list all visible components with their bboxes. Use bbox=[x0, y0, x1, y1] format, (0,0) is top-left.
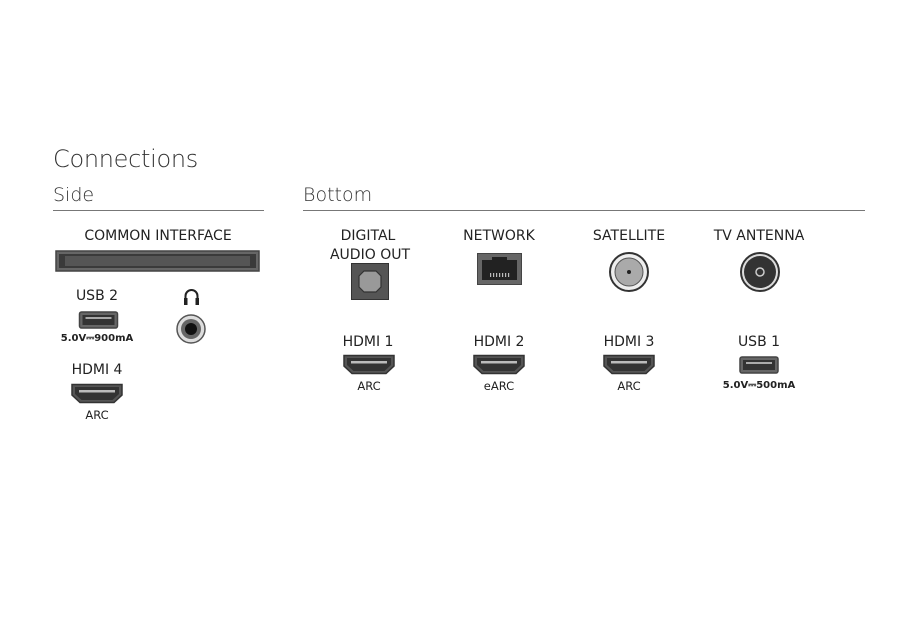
tv-antenna-label: TV ANTENNA bbox=[713, 228, 805, 244]
usb2-port-icon bbox=[78, 311, 119, 329]
common-interface-slot-icon bbox=[55, 250, 260, 272]
headphone-icon bbox=[184, 289, 199, 305]
satellite-port-icon bbox=[609, 252, 649, 292]
hdmi1-port-icon bbox=[343, 354, 395, 375]
hdmi3-port-icon bbox=[603, 354, 655, 375]
bottom-divider bbox=[303, 210, 865, 211]
satellite-label: SATELLITE bbox=[592, 228, 666, 244]
hdmi3-label: HDMI 3 bbox=[603, 334, 655, 350]
headphone-jack-icon bbox=[176, 314, 206, 344]
usb2-spec: 5.0V⎓900mA bbox=[60, 333, 134, 344]
optical-port-icon bbox=[351, 263, 389, 300]
section-bottom-heading: Bottom bbox=[303, 184, 373, 206]
network-port-icon bbox=[477, 253, 522, 285]
tv-antenna-port-icon bbox=[740, 252, 780, 292]
hdmi1-sub: ARC bbox=[357, 379, 381, 393]
usb1-port-icon bbox=[739, 356, 779, 374]
page-title: Connections bbox=[53, 145, 199, 173]
digital-audio-out-label-line2: AUDIO OUT bbox=[329, 247, 411, 263]
usb2-label: USB 2 bbox=[75, 288, 119, 304]
hdmi3-sub: ARC bbox=[617, 379, 641, 393]
hdmi1-label: HDMI 1 bbox=[342, 334, 394, 350]
hdmi4-label: HDMI 4 bbox=[71, 362, 123, 378]
common-interface-label: COMMON INTERFACE bbox=[84, 228, 232, 244]
side-divider bbox=[53, 210, 264, 211]
hdmi2-label: HDMI 2 bbox=[473, 334, 525, 350]
usb1-label: USB 1 bbox=[737, 334, 781, 350]
hdmi4-port-icon bbox=[71, 383, 123, 404]
network-label: NETWORK bbox=[463, 228, 535, 244]
hdmi2-sub: eARC bbox=[483, 379, 515, 393]
section-side-heading: Side bbox=[53, 184, 95, 206]
hdmi4-sub: ARC bbox=[85, 408, 109, 422]
usb1-spec: 5.0V⎓500mA bbox=[722, 380, 796, 391]
digital-audio-out-label-line1: DIGITAL bbox=[340, 228, 396, 244]
hdmi2-port-icon bbox=[473, 354, 525, 375]
